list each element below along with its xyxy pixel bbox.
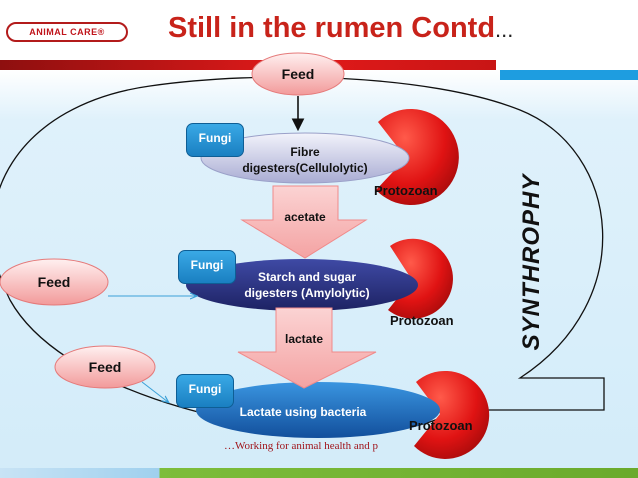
starch-digesters-label: Starch and sugar digesters (Amylolytic) [222, 269, 392, 301]
feed-left-ellipse [0, 258, 109, 306]
footer-tagline: …Working for animal health and p [224, 440, 378, 452]
starch-line-2: digesters (Amylolytic) [244, 286, 370, 300]
lactate-label: lactate [284, 332, 324, 346]
fibre-digesters-label: Fibre digesters(Cellulolytic) [220, 144, 390, 176]
lactate-arrow [237, 307, 377, 389]
header-blue-bar [500, 70, 638, 80]
acetate-arrow [240, 185, 368, 259]
protozoan-label-3: Protozoan [409, 418, 473, 433]
fungi-box-2: Fungi [178, 250, 236, 284]
logo-text: ANIMAL CARE® [29, 27, 105, 37]
fungi-label-2: Fungi [190, 258, 224, 272]
footer-bar [0, 468, 638, 478]
synthrophy-label: SYNTHROPHY [518, 173, 545, 351]
lactate-bacteria-label: Lactate using bacteria [239, 405, 367, 419]
feed-top-label: Feed [281, 66, 315, 82]
fibre-ellipse [200, 132, 410, 184]
fungi-box-1: Fungi [186, 123, 244, 157]
title-ellipsis: ... [495, 17, 514, 42]
header-red-bar [0, 60, 496, 70]
feed-lower-ellipse [54, 345, 156, 389]
protozoan-1-shape [376, 108, 459, 205]
title-text: Still in the rumen Contd [168, 12, 496, 44]
slide-title: Still in the rumen Contd... [168, 12, 513, 45]
fibre-line-2: digesters(Cellulolytic) [242, 161, 368, 175]
protozoan-label-1: Protozoan [374, 183, 438, 198]
lactate-ellipse [196, 382, 440, 438]
protozoan-3-shape [414, 370, 490, 459]
starch-ellipse [186, 259, 418, 311]
feed-top-ellipse [251, 52, 345, 96]
fibre-line-1: Fibre [290, 145, 320, 159]
feed-left-label: Feed [37, 274, 71, 290]
fungi-box-3: Fungi [176, 374, 234, 408]
fungi-label-1: Fungi [198, 131, 232, 145]
acetate-label: acetate [284, 210, 326, 224]
fungi-label-3: Fungi [188, 382, 222, 396]
animal-care-logo: ANIMAL CARE® [6, 22, 128, 42]
protozoan-2-shape [388, 238, 453, 319]
protozoan-label-2: Protozoan [390, 313, 454, 328]
feed-lower-arrow [141, 381, 168, 402]
starch-line-1: Starch and sugar [257, 270, 357, 284]
feed-lower-label: Feed [88, 359, 122, 375]
